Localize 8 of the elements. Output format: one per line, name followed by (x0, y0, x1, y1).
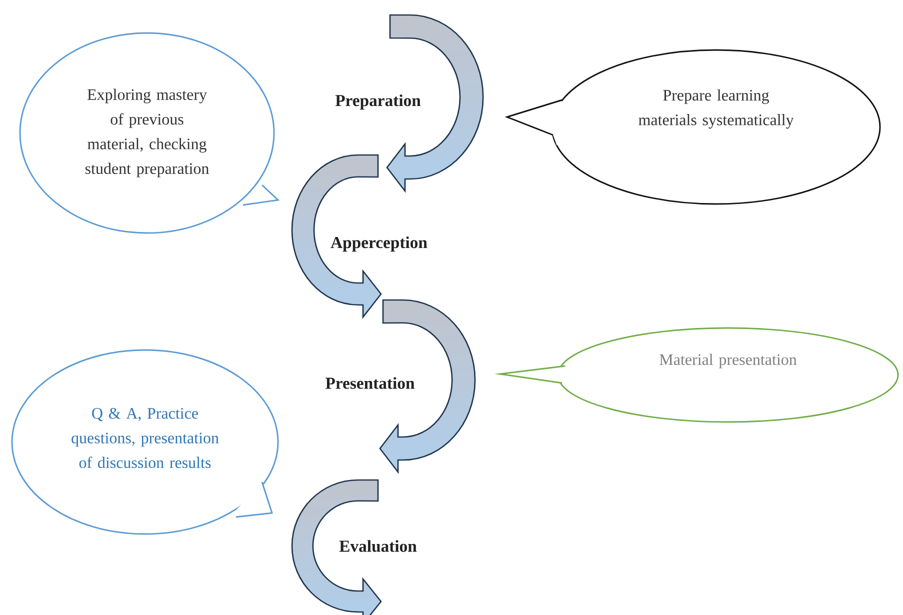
speech-bubble: Material presentation (494, 327, 899, 423)
stage-label: Evaluation (339, 540, 417, 552)
stage-label: Apperception (330, 236, 428, 252)
stage-label: Preparation (335, 94, 421, 110)
stage-label: Presentation (326, 377, 414, 389)
speech-bubble: Q & A, Practice questions, presentation of discussion results (11, 349, 279, 535)
speech-bubble: Exploring mastery of previous material, checking student preparation (19, 32, 280, 234)
speech-bubble: Prepare learning materials systematically (504, 49, 881, 205)
